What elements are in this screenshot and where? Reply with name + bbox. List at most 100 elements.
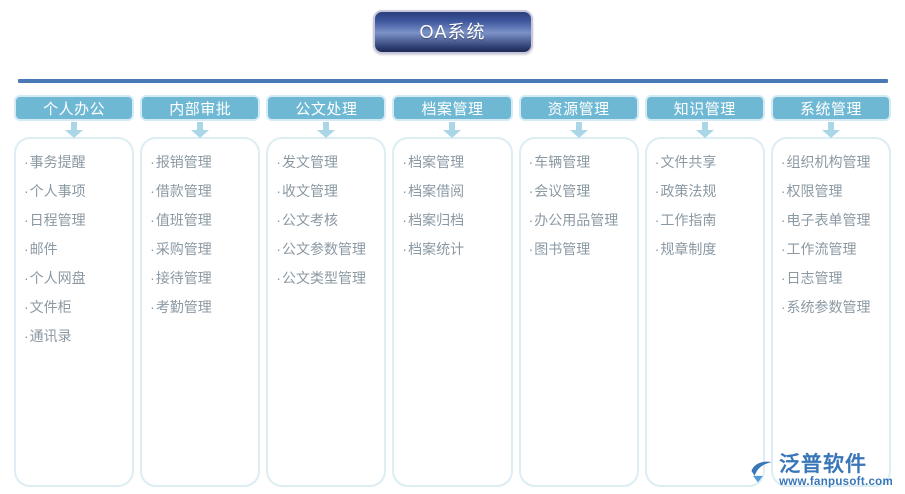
list-item-label: 会议管理 [534, 183, 591, 199]
list-item[interactable]: ·公文类型管理 [276, 271, 378, 285]
list-item[interactable]: ·工作流管理 [781, 242, 883, 256]
list-item-label: 个人网盘 [29, 270, 86, 286]
bullet-icon: · [402, 154, 408, 170]
list-item-label: 日程管理 [29, 212, 86, 228]
bullet-icon: · [24, 212, 29, 228]
bullet-icon: · [654, 154, 660, 170]
list-item[interactable]: ·系统参数管理 [781, 300, 883, 314]
list-item[interactable]: ·工作指南 [655, 213, 757, 227]
list-item[interactable]: ·接待管理 [150, 271, 252, 285]
list-item-label: 事务提醒 [29, 154, 86, 170]
bullet-icon: · [276, 183, 281, 199]
column-header-archive-management[interactable]: 档案管理 [392, 95, 513, 121]
bullet-icon: · [402, 183, 408, 199]
list-item-label: 报销管理 [155, 154, 212, 170]
column-body-knowledge-management: ·文件共享 ·政策法规 ·工作指南 ·规章制度 [644, 137, 765, 487]
list-item-label: 权限管理 [786, 183, 843, 199]
list-item[interactable]: ·值班管理 [150, 213, 252, 227]
list-item[interactable]: ·车辆管理 [529, 155, 631, 169]
column-header-resource-management[interactable]: 资源管理 [518, 95, 639, 121]
list-item[interactable]: ·公文考核 [276, 213, 378, 227]
list-item-label: 系统参数管理 [786, 299, 871, 315]
module-column-archive-management: 档案管理 ·档案管理 ·档案借阅 ·档案归档 ·档案统计 [392, 95, 513, 487]
list-item-label: 政策法规 [660, 183, 717, 199]
diagram-title-box: OA系统 [372, 10, 533, 54]
list-item[interactable]: ·权限管理 [781, 184, 883, 198]
bullet-icon: · [654, 212, 660, 228]
list-item[interactable]: ·事务提醒 [24, 155, 126, 169]
list-item[interactable]: ·发文管理 [276, 155, 378, 169]
list-item-label: 文件柜 [29, 299, 72, 315]
list-item-label: 规章制度 [660, 241, 717, 257]
bullet-icon: · [24, 154, 29, 170]
list-item[interactable]: ·电子表单管理 [781, 213, 883, 227]
list-item[interactable]: ·文件柜 [24, 300, 126, 314]
list-item-label: 公文考核 [281, 212, 338, 228]
bullet-icon: · [24, 270, 29, 286]
list-item[interactable]: ·规章制度 [655, 242, 757, 256]
down-arrow-icon [191, 122, 210, 138]
list-item[interactable]: ·通讯录 [24, 329, 126, 343]
list-item[interactable]: ·日志管理 [781, 271, 883, 285]
list-item-label: 档案统计 [408, 241, 465, 257]
list-item-label: 档案归档 [408, 212, 465, 228]
column-body-internal-approval: ·报销管理 ·借款管理 ·值班管理 ·采购管理 ·接待管理 ·考勤管理 [140, 137, 261, 487]
list-item[interactable]: ·采购管理 [150, 242, 252, 256]
list-item[interactable]: ·个人事项 [24, 184, 126, 198]
list-item-label: 公文参数管理 [281, 241, 366, 257]
bullet-icon: · [780, 270, 786, 286]
column-body-archive-management: ·档案管理 ·档案借阅 ·档案归档 ·档案统计 [392, 137, 513, 487]
list-item[interactable]: ·收文管理 [276, 184, 378, 198]
list-item[interactable]: ·邮件 [24, 242, 126, 256]
list-item-label: 考勤管理 [155, 299, 212, 315]
column-header-personal-office[interactable]: 个人办公 [14, 95, 135, 121]
column-body-resource-management: ·车辆管理 ·会议管理 ·办公用品管理 ·图书管理 [518, 137, 639, 487]
column-body-system-management: ·组织机构管理 ·权限管理 ·电子表单管理 ·工作流管理 ·日志管理 ·系统参数… [770, 137, 891, 487]
bullet-icon: · [150, 154, 155, 170]
down-arrow-icon [821, 122, 840, 138]
list-item-label: 公文类型管理 [281, 270, 366, 286]
list-item-label: 接待管理 [155, 270, 212, 286]
list-item[interactable]: ·办公用品管理 [529, 213, 631, 227]
bullet-icon: · [528, 212, 534, 228]
column-header-document-processing[interactable]: 公文处理 [266, 95, 387, 121]
page-title: OA系统 [419, 22, 486, 42]
diagram-title-container: OA系统 [0, 10, 905, 58]
list-item-label: 采购管理 [155, 241, 212, 257]
list-item[interactable]: ·会议管理 [529, 184, 631, 198]
list-item[interactable]: ·公文参数管理 [276, 242, 378, 256]
bullet-icon: · [780, 241, 786, 257]
list-item[interactable]: ·档案管理 [402, 155, 504, 169]
bullet-icon: · [276, 212, 281, 228]
list-item[interactable]: ·图书管理 [529, 242, 631, 256]
bullet-icon: · [780, 154, 786, 170]
bullet-icon: · [276, 154, 281, 170]
column-header-internal-approval[interactable]: 内部审批 [140, 95, 261, 121]
column-body-personal-office: ·事务提醒 ·个人事项 ·日程管理 ·邮件 ·个人网盘 ·文件柜 ·通讯录 [14, 137, 135, 487]
list-item[interactable]: ·档案归档 [402, 213, 504, 227]
bullet-icon: · [654, 241, 660, 257]
list-item[interactable]: ·报销管理 [150, 155, 252, 169]
list-item-label: 工作指南 [660, 212, 717, 228]
list-item[interactable]: ·日程管理 [24, 213, 126, 227]
list-item-label: 借款管理 [155, 183, 212, 199]
column-header-knowledge-management[interactable]: 知识管理 [644, 95, 765, 121]
list-item[interactable]: ·借款管理 [150, 184, 252, 198]
column-header-system-management[interactable]: 系统管理 [770, 95, 891, 121]
column-body-document-processing: ·发文管理 ·收文管理 ·公文考核 ·公文参数管理 ·公文类型管理 [266, 137, 387, 487]
list-item[interactable]: ·档案借阅 [402, 184, 504, 198]
list-item-label: 日志管理 [786, 270, 843, 286]
list-item[interactable]: ·文件共享 [655, 155, 757, 169]
list-item[interactable]: ·档案统计 [402, 242, 504, 256]
list-item-label: 办公用品管理 [534, 212, 619, 228]
list-item[interactable]: ·组织机构管理 [781, 155, 883, 169]
list-item[interactable]: ·个人网盘 [24, 271, 126, 285]
list-item-label: 个人事项 [29, 183, 86, 199]
swoosh-arrow-icon [751, 461, 772, 483]
module-column-internal-approval: 内部审批 ·报销管理 ·借款管理 ·值班管理 ·采购管理 ·接待管理 ·考勤管理 [140, 95, 261, 487]
bullet-icon: · [528, 241, 534, 257]
bullet-icon: · [780, 299, 786, 315]
list-item[interactable]: ·考勤管理 [150, 300, 252, 314]
list-item[interactable]: ·政策法规 [655, 184, 757, 198]
bullet-icon: · [654, 183, 660, 199]
